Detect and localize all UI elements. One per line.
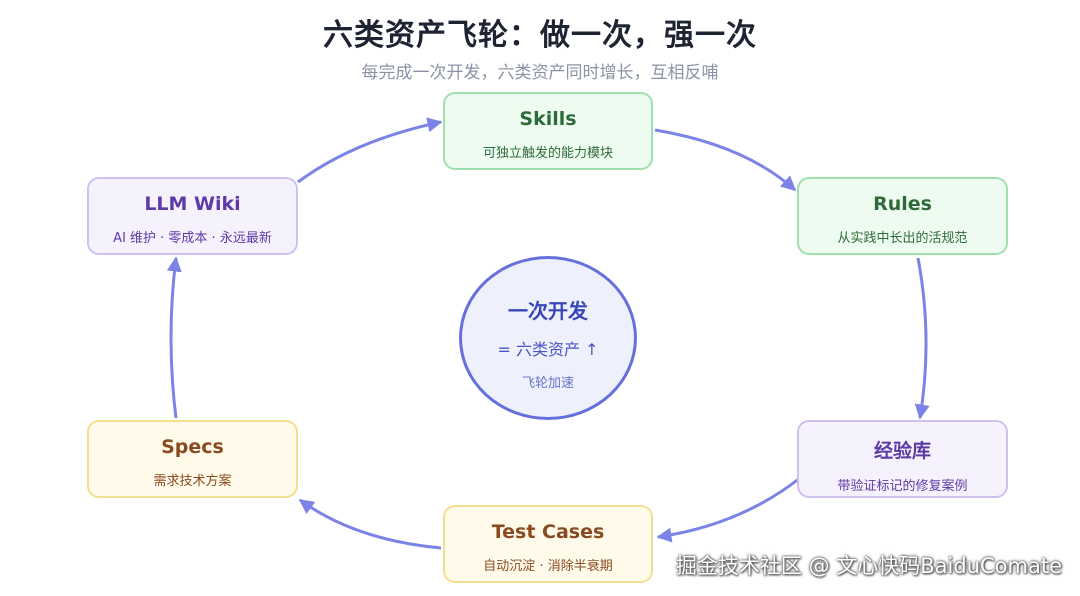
arrow-test-to-specs	[298, 498, 442, 550]
node-skills: Skills 可独立触发的能力模块	[443, 92, 653, 170]
center-hub-equation: = 六类资产 ↑	[497, 340, 599, 359]
page-title: 六类资产飞轮：做一次，强一次	[323, 18, 757, 53]
node-test-cases: Test Cases 自动沉淀 · 消除半衰期	[443, 505, 653, 583]
node-rules-title: Rules	[873, 193, 932, 215]
node-test-cases-title: Test Cases	[491, 521, 605, 543]
node-specs: Specs 需求技术方案	[87, 420, 298, 498]
center-hub-title: 一次开发	[508, 299, 588, 323]
arrow-experience-to-test	[656, 476, 801, 543]
watermark: 掘金技术社区 @ 文心快码BaiduComate	[675, 554, 1062, 578]
arrow-rules-to-experience	[914, 257, 930, 420]
node-rules-desc: 从实践中长出的活规范	[837, 231, 968, 246]
node-llm-wiki-title: LLM Wiki	[144, 193, 241, 215]
node-skills-title: Skills	[519, 108, 577, 130]
center-hub-caption: 飞轮加速	[521, 376, 574, 391]
arrow-skills-to-rules	[654, 128, 797, 192]
arrow-specs-to-wiki	[166, 256, 182, 419]
node-rules: Rules 从实践中长出的活规范	[797, 177, 1008, 255]
node-experience-title: 经验库	[873, 440, 931, 462]
center-hub: 一次开发 = 六类资产 ↑ 飞轮加速	[459, 256, 637, 420]
arrow-wiki-to-skills	[297, 117, 443, 184]
page-subtitle: 每完成一次开发，六类资产同时增长，互相反哺	[361, 63, 719, 83]
node-skills-desc: 可独立触发的能力模块	[482, 146, 613, 161]
node-experience-desc: 带验证标记的修复案例	[837, 479, 968, 494]
node-specs-title: Specs	[161, 436, 224, 458]
node-test-cases-desc: 自动沉淀 · 消除半衰期	[483, 559, 613, 574]
node-llm-wiki-desc: AI 维护 · 零成本 · 永远最新	[113, 231, 272, 246]
node-llm-wiki: LLM Wiki AI 维护 · 零成本 · 永远最新	[87, 177, 298, 255]
node-specs-desc: 需求技术方案	[153, 474, 232, 489]
node-experience: 经验库 带验证标记的修复案例	[797, 420, 1008, 498]
